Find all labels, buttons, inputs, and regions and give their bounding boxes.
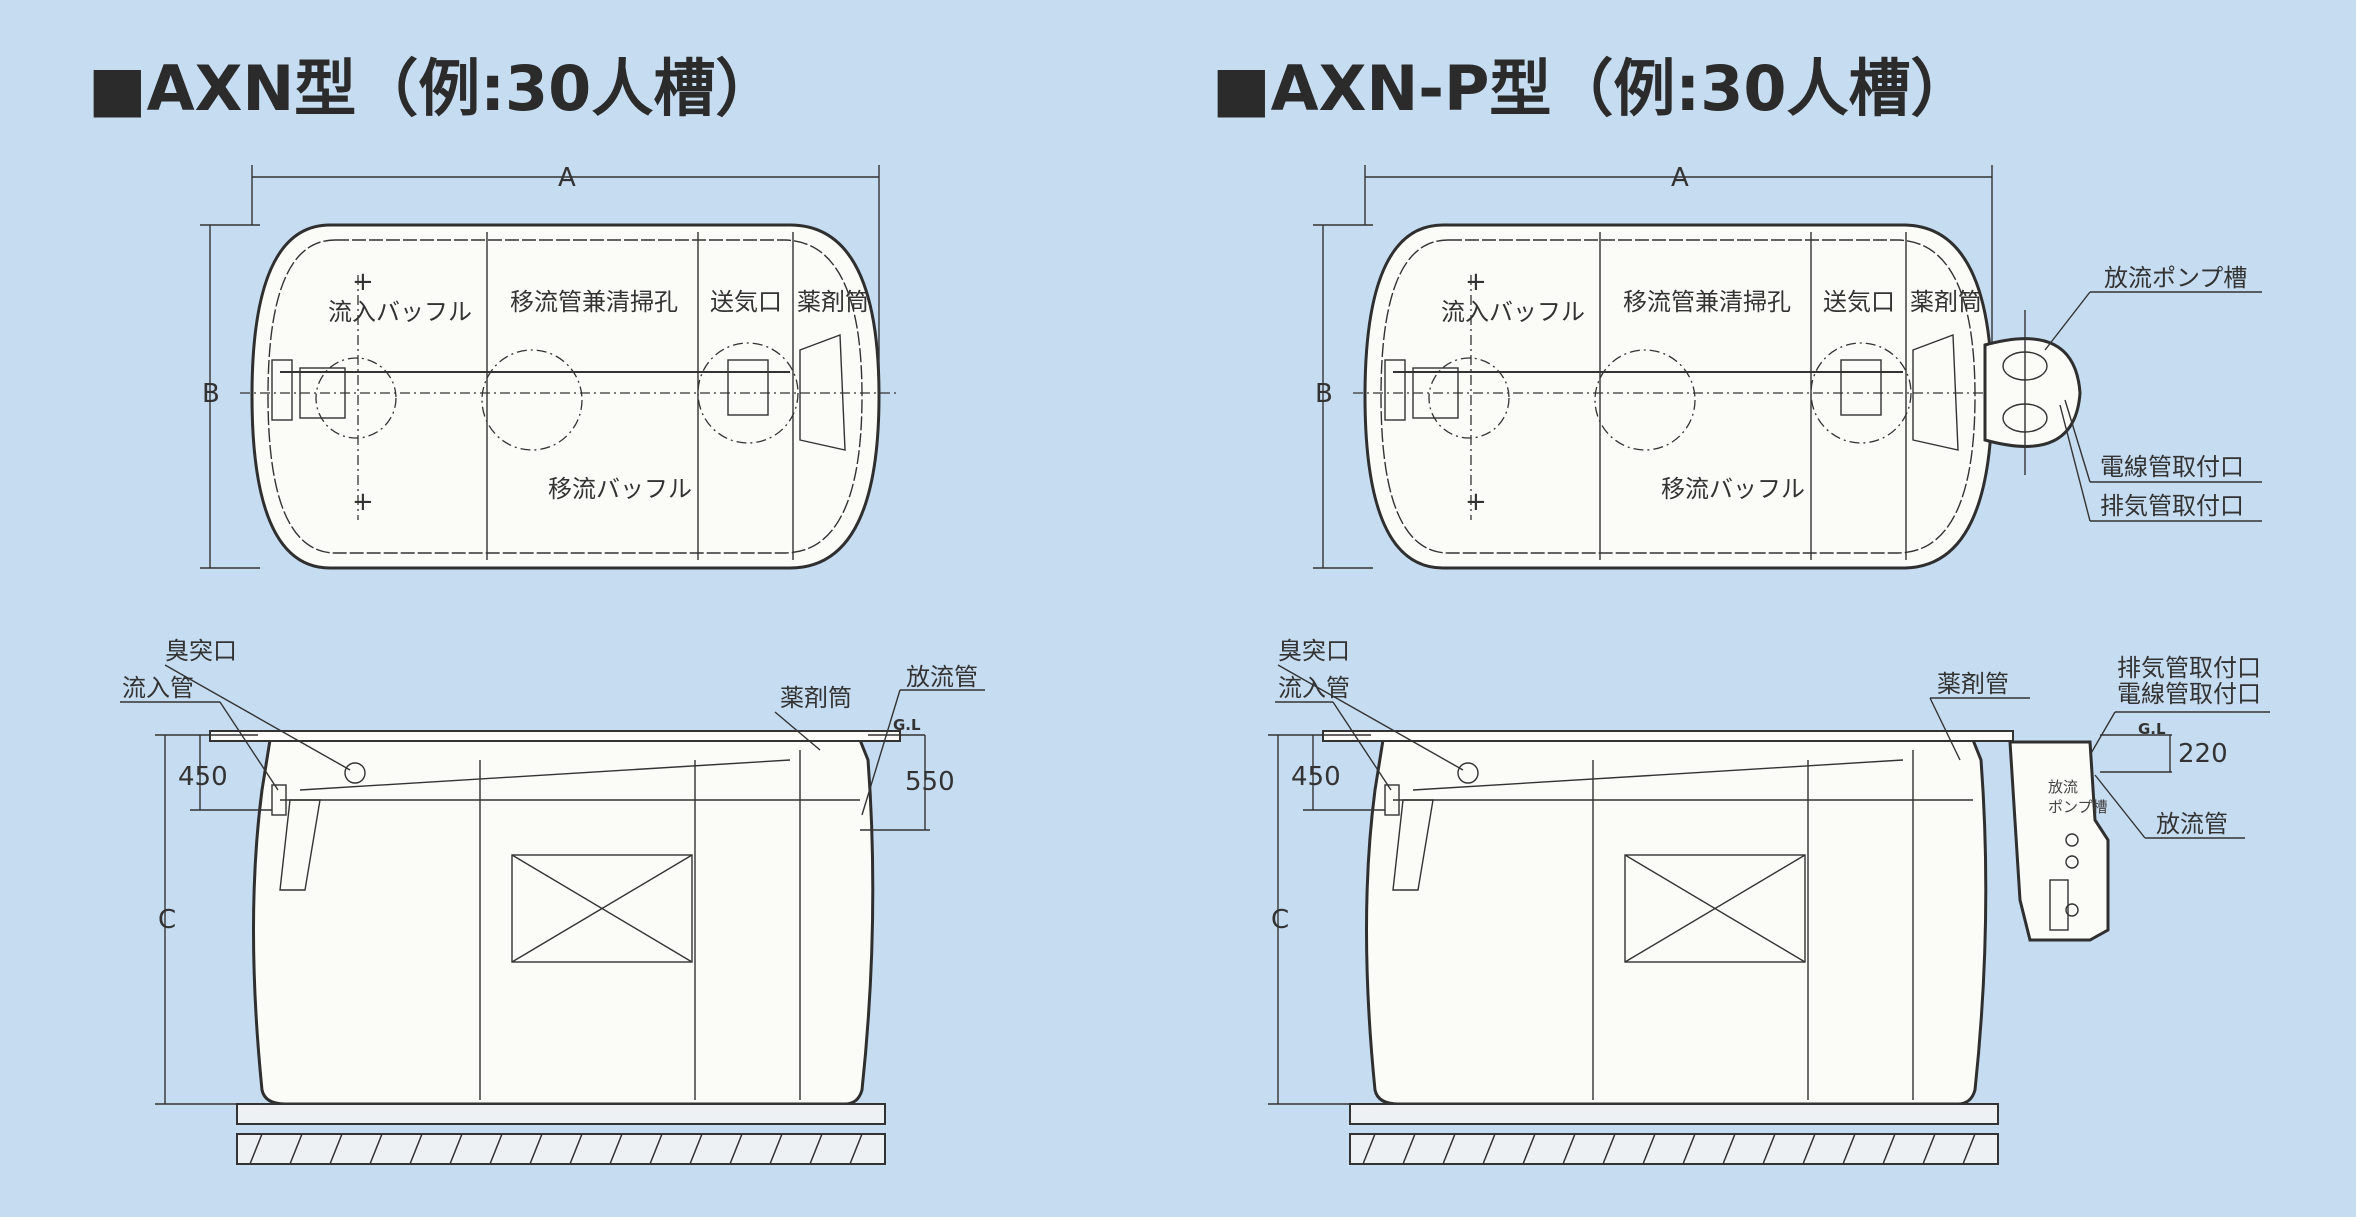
label-exhaust-port: 排気管取付口	[2100, 492, 2244, 520]
axn-p-title: ■AXN-P型（例:30人槽）	[1212, 52, 1973, 125]
label-inflow-baffle: 流入バッフル	[328, 298, 472, 326]
label-inflow-baffle-right: 流入バッフル	[1441, 298, 1585, 326]
label-pump-tank: 放流ポンプ槽	[2104, 264, 2247, 292]
label-transfer-baffle-right: 移流バッフル	[1661, 475, 1805, 503]
dim-a-right: A	[1671, 163, 1689, 193]
axn-p-side-view	[1266, 729, 2015, 1166]
label-chemical-cylinder: 薬剤筒	[797, 288, 869, 316]
label-gl: G.L	[893, 716, 921, 734]
axn-p-diagram: ■AXN-P型（例:30人槽） 放流 ポンプ槽 A B 流入バッフル 移流管兼清…	[1212, 52, 2270, 1166]
label-transfer-pipe-right: 移流管兼清掃孔	[1623, 288, 1791, 316]
label-odor-vent: 臭突口	[165, 637, 237, 665]
label-exhaust-port-side: 排気管取付口	[2117, 654, 2261, 682]
dim-b: B	[202, 379, 220, 409]
dim-450: 450	[178, 762, 228, 792]
dim-c: C	[158, 905, 176, 935]
label-inflow-pipe-right: 流入管	[1278, 674, 1350, 702]
pump-tank-label-b: ポンプ槽	[2048, 798, 2108, 816]
axn-diagram: ■AXN型（例:30人槽） A B 流入バッフル 移流管兼清掃孔 送気口 薬剤筒…	[88, 52, 985, 1166]
label-chemical-cylinder-side: 薬剤筒	[780, 684, 852, 712]
label-chemical-cylinder-right: 薬剤筒	[1910, 288, 1982, 316]
dim-b-right: B	[1315, 379, 1333, 409]
label-odor-vent-right: 臭突口	[1278, 637, 1350, 665]
dim-220: 220	[2178, 739, 2228, 769]
label-chemical-pipe: 薬剤管	[1937, 670, 2009, 698]
label-conduit-port: 電線管取付口	[2100, 453, 2244, 481]
label-transfer-baffle: 移流バッフル	[548, 475, 692, 503]
pump-tank-label-a: 放流	[2048, 778, 2078, 796]
label-conduit-port-side: 電線管取付口	[2117, 680, 2261, 708]
dim-550: 550	[905, 767, 955, 797]
pump-tank-side: 放流 ポンプ槽	[2008, 740, 2110, 942]
label-discharge-pipe: 放流管	[906, 663, 978, 691]
label-air-inlet: 送気口	[710, 288, 782, 316]
axn-top-view	[198, 163, 902, 570]
pump-tank-top	[1983, 310, 2082, 475]
label-discharge-pipe-right: 放流管	[2156, 810, 2228, 838]
axn-p-top-view	[1311, 163, 2015, 570]
axn-side-view	[153, 729, 902, 1166]
label-transfer-pipe: 移流管兼清掃孔	[510, 288, 678, 316]
label-air-inlet-right: 送気口	[1823, 288, 1895, 316]
axn-title: ■AXN型（例:30人槽）	[88, 52, 777, 125]
label-inflow-pipe: 流入管	[122, 674, 194, 702]
label-gl-right: G.L	[2138, 720, 2166, 738]
dim-450-right: 450	[1291, 762, 1341, 792]
dim-a: A	[558, 163, 576, 193]
dim-c-right: C	[1271, 905, 1289, 935]
